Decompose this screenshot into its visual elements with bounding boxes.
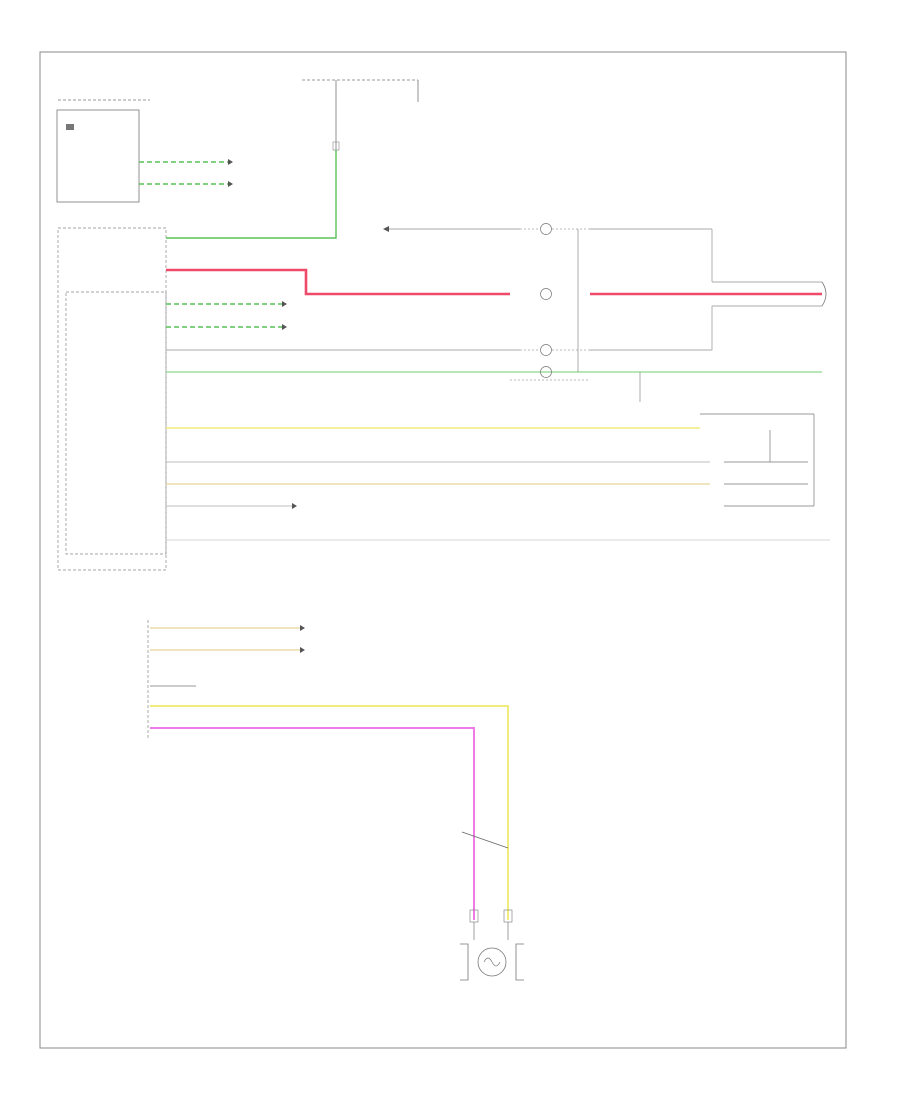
red-power-wire — [166, 268, 822, 296]
bcm-green-wires — [166, 301, 822, 373]
brake-module-connectors — [510, 223, 590, 381]
right-edge-connector — [639, 281, 827, 402]
fuse-green-wire — [166, 150, 337, 239]
diagram-border — [39, 51, 847, 1049]
top-fuse-block — [302, 79, 419, 151]
steering-output-wires — [139, 159, 233, 187]
tcm-wires — [150, 625, 509, 920]
brake-switch-wires — [166, 413, 830, 541]
speed-sensor — [460, 909, 524, 981]
bcm-grey-wires — [166, 226, 822, 372]
steering-module — [56, 99, 150, 203]
pink-sensor-wire — [150, 727, 475, 920]
yellow-sensor-wire — [150, 705, 509, 920]
body-control-module — [57, 227, 167, 571]
